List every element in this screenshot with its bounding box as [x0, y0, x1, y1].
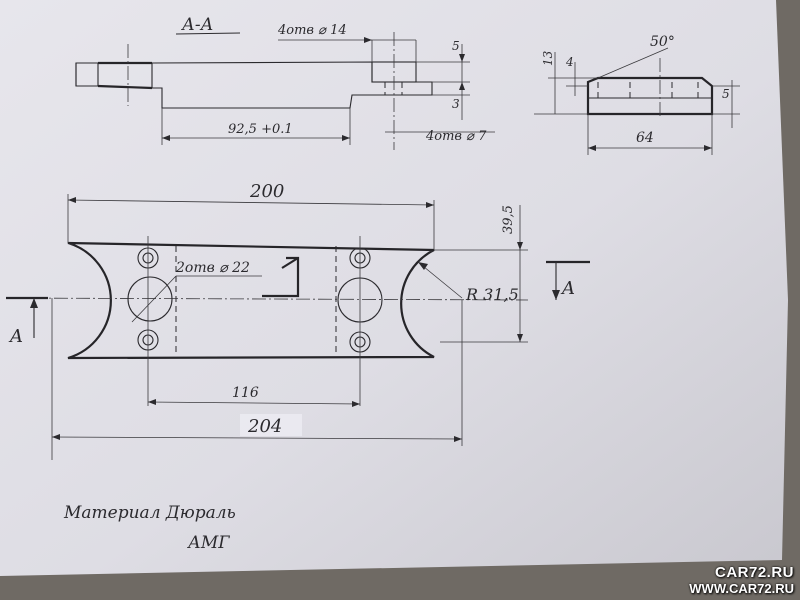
- section-mark-right: A: [560, 278, 575, 299]
- dim-section-5: 5: [452, 39, 460, 53]
- dim-plan-116: 116: [232, 385, 259, 401]
- watermark-logo: CAR72.RU: [714, 564, 794, 581]
- section-title: А-А: [181, 15, 214, 35]
- dim-plan-radius: R 31,5: [465, 285, 519, 304]
- paper: [0, 0, 788, 576]
- label-holes-22: 2отв ⌀ 22: [175, 260, 250, 276]
- material-line-2: АМГ: [187, 533, 230, 553]
- dim-section-3: 3: [452, 97, 460, 111]
- dim-side-4: 4: [565, 55, 574, 69]
- dim-plan-200: 200: [249, 181, 284, 202]
- plan-view: 2отв ⌀ 22 200 39,5 R 31,5 116 204: [6, 181, 590, 460]
- dim-side-angle: 50°: [650, 34, 675, 50]
- plan-outline: [67, 241, 435, 360]
- label-holes-7: 4отв ⌀ 7: [425, 129, 487, 144]
- watermark-url: WWW.CAR72.RU: [689, 581, 794, 596]
- section-view: А-А 92,5 +0.1 4отв ⌀ 14: [75, 15, 495, 150]
- dim-side-5: 5: [722, 87, 730, 101]
- material-line-1: Материал Дюраль: [63, 503, 236, 523]
- section-mark-left: A: [8, 326, 23, 347]
- label-holes-14: 4отв ⌀ 14: [277, 23, 347, 38]
- dim-plan-39-5: 39,5: [501, 205, 516, 234]
- dim-side-64: 64: [636, 130, 654, 146]
- dim-plan-204: 204: [247, 416, 282, 437]
- watermark: CAR72.RU WWW.CAR72.RU: [689, 564, 794, 596]
- dim-section-length: 92,5 +0.1: [228, 122, 293, 137]
- material-note: Материал Дюраль АМГ: [63, 503, 236, 553]
- side-view: 13 4 5 50° 64: [534, 34, 740, 155]
- dim-side-13: 13: [541, 50, 555, 66]
